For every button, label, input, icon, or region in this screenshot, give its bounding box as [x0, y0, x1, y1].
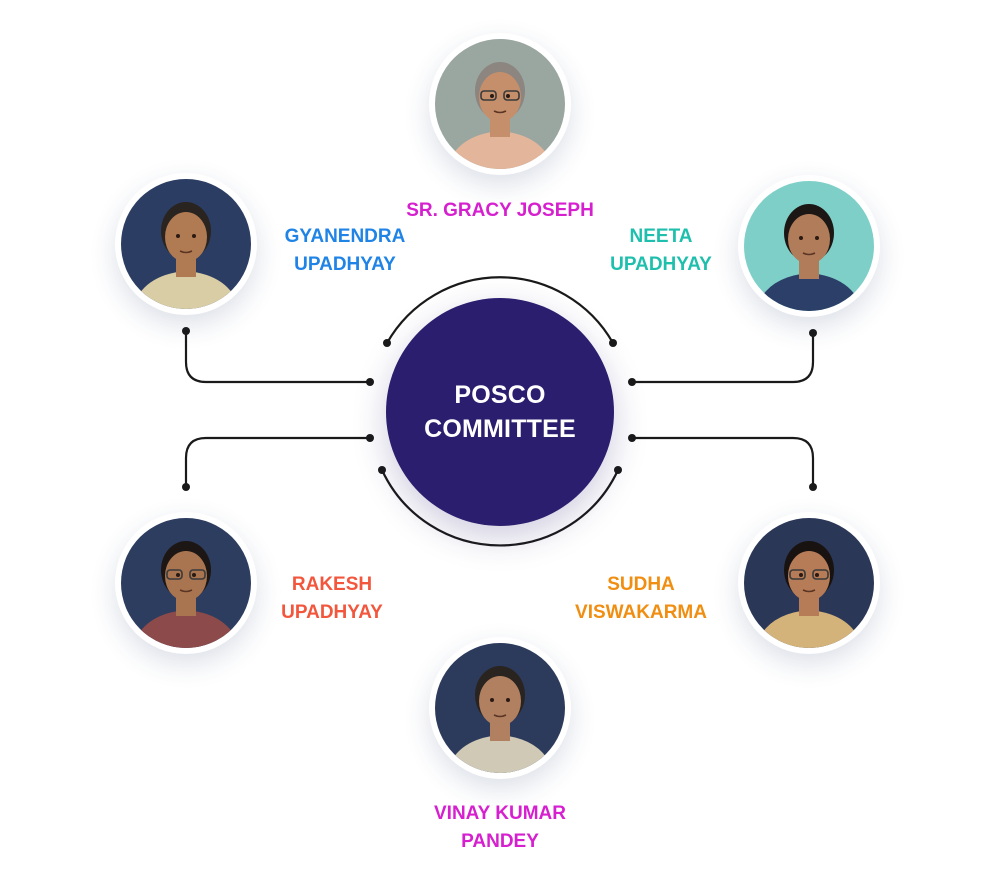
portrait-eye-left — [799, 236, 803, 240]
portrait-clothing — [132, 610, 240, 648]
portrait-mouth — [802, 589, 816, 593]
bottom-arc-connector — [380, 468, 620, 547]
portrait-eye-right — [506, 94, 510, 98]
portrait-glasses-right — [812, 569, 829, 580]
portrait-drawing — [435, 39, 565, 169]
portrait-eye-left — [176, 573, 180, 577]
portrait-eye-left — [490, 94, 494, 98]
portrait-drawing — [435, 643, 565, 773]
connector-gyanendra — [184, 329, 372, 384]
connector-sudha — [630, 436, 815, 489]
connector-dot — [383, 339, 391, 347]
connector-dot — [182, 483, 190, 491]
portrait-mouth — [493, 110, 507, 114]
portrait-mouth — [493, 714, 507, 718]
portrait-mouth — [179, 589, 193, 593]
member-name-gracy-joseph: SR. GRACY JOSEPH — [406, 200, 594, 221]
portrait-clothing — [755, 610, 863, 648]
portrait-eye-right — [192, 573, 196, 577]
connector-dot — [182, 327, 190, 335]
portrait-glasses-left — [166, 569, 183, 580]
portrait-eye-left — [176, 234, 180, 238]
connector-rakesh — [184, 436, 372, 489]
portrait-face — [788, 214, 830, 264]
portrait-glasses-left — [789, 569, 806, 580]
portrait-mouth — [179, 250, 193, 254]
portrait-eye-right — [506, 698, 510, 702]
portrait-drawing — [121, 179, 251, 309]
portrait-clothing — [132, 271, 240, 309]
member-name-gyanendra-upadhyay: GYANENDRA UPADHYAY — [284, 226, 406, 275]
member-photo-vinay-kumar-pandey — [429, 637, 571, 779]
connector-dot — [609, 339, 617, 347]
portrait-eye-right — [192, 234, 196, 238]
hub-title: POSCO COMMITTEE — [424, 381, 576, 443]
connector-dot — [366, 378, 374, 386]
member-name-sudha-viswakarma: SUDHA VISWAKARMA — [575, 574, 707, 623]
connector-dot — [614, 466, 622, 474]
portrait-face — [479, 676, 521, 726]
portrait-face — [479, 72, 521, 122]
portrait-eye-right — [815, 236, 819, 240]
portrait-drawing — [744, 518, 874, 648]
committee-hub: POSCO COMMITTEE — [386, 298, 614, 526]
connector-dot — [628, 378, 636, 386]
portrait-face — [165, 212, 207, 262]
connector-dot — [809, 483, 817, 491]
connector-dot — [378, 466, 386, 474]
connector-neeta — [630, 331, 815, 384]
portrait-face — [788, 551, 830, 601]
connector-dot — [809, 329, 817, 337]
portrait-eye-left — [799, 573, 803, 577]
member-photo-gracy-joseph — [429, 33, 571, 175]
member-photo-neeta-upadhyay — [738, 175, 880, 317]
member-photo-sudha-viswakarma — [738, 512, 880, 654]
connector-dot — [628, 434, 636, 442]
portrait-glasses-right — [503, 90, 520, 101]
member-photo-gyanendra-upadhyay — [115, 173, 257, 315]
portrait-drawing — [744, 181, 874, 311]
portrait-clothing — [446, 131, 554, 169]
portrait-clothing — [755, 273, 863, 311]
member-name-vinay-kumar-pandey: VINAY KUMAR PANDEY — [434, 803, 566, 852]
connector-dot — [366, 434, 374, 442]
portrait-mouth — [802, 252, 816, 256]
portrait-eye-right — [815, 573, 819, 577]
portrait-face — [165, 551, 207, 601]
member-name-rakesh-upadhyay: RAKESH UPADHYAY — [281, 574, 383, 623]
portrait-drawing — [121, 518, 251, 648]
member-name-neeta-upadhyay: NEETA UPADHYAY — [610, 226, 712, 275]
portrait-glasses-left — [480, 90, 497, 101]
top-arc-connector — [385, 276, 615, 345]
portrait-glasses-right — [189, 569, 206, 580]
member-photo-rakesh-upadhyay — [115, 512, 257, 654]
portrait-clothing — [446, 735, 554, 773]
portrait-eye-left — [490, 698, 494, 702]
